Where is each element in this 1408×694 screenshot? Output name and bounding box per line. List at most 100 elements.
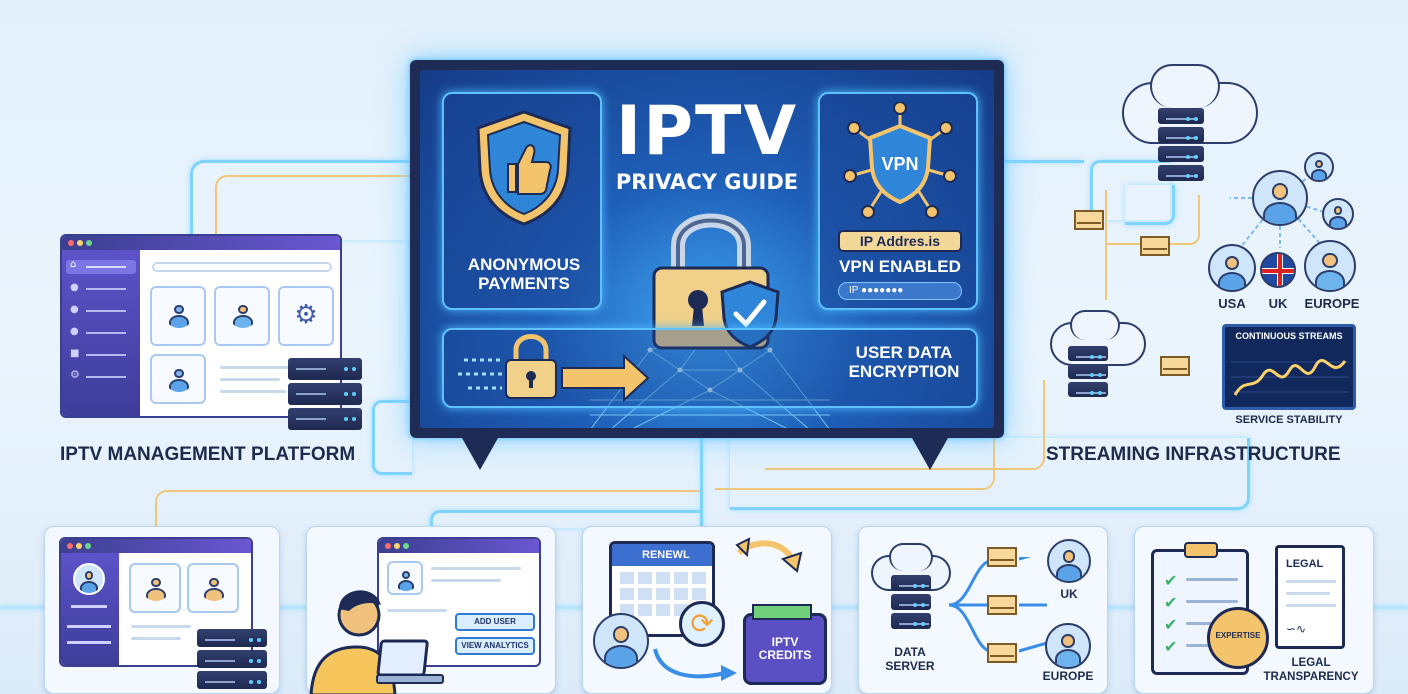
region-uk: UK <box>1268 296 1288 311</box>
region-usa: USA <box>1218 296 1246 311</box>
group-icon: ● <box>70 304 79 315</box>
connector <box>215 175 410 235</box>
user-tile[interactable] <box>150 354 206 404</box>
europe-avatar-icon <box>1304 240 1356 292</box>
connector <box>372 400 412 475</box>
server-rack-icon <box>1068 346 1108 400</box>
user-tile[interactable] <box>150 286 206 346</box>
wallet-icon: IPTV CREDITS <box>743 604 827 685</box>
stream-line-chart <box>1231 359 1349 396</box>
europe-avatar-icon <box>1045 623 1091 669</box>
user-avatar-icon <box>199 571 229 601</box>
server-rack-icon <box>197 629 267 692</box>
view-analytics-button[interactable]: VIEW ANALYTICS <box>455 637 535 655</box>
ip-address-tag: IP Addres.is <box>838 230 962 252</box>
envelope-icon <box>1140 236 1170 256</box>
server-rack-icon <box>891 575 931 632</box>
ip-masked-field: IP ●●●●●●● <box>838 282 962 300</box>
sidebar <box>61 553 119 665</box>
calendar-label: RENEWL <box>612 544 712 566</box>
add-user-button[interactable]: ADD USER <box>455 613 535 631</box>
arrow-icon <box>653 648 737 681</box>
sync-icon: ⟳ <box>679 601 725 647</box>
user-tile[interactable] <box>187 563 239 613</box>
data-server-label: DATA SERVER <box>885 645 935 674</box>
sidebar-item-settings[interactable]: ⚙ <box>66 368 136 384</box>
stream-chart-panel: CONTINUOUS STREAMS <box>1222 324 1356 410</box>
streaming-infrastructure-title: STREAMING INFRASTRUCTURE <box>1046 444 1341 465</box>
chart-title: CONTINUOUS STREAMS <box>1235 331 1343 341</box>
connector <box>700 438 703 528</box>
server-rack-icon <box>288 358 362 433</box>
management-platform-title: IPTV MANAGEMENT PLATFORM <box>60 444 356 465</box>
user-icon: ● <box>70 282 79 293</box>
search-bar[interactable] <box>152 262 332 272</box>
anonymous-payments-panel: ANONYMOUS PAYMENTS <box>442 92 602 310</box>
tv-title: IPTV <box>615 92 799 171</box>
legal-doc-label: LEGAL <box>1286 558 1324 570</box>
user-avatar-icon <box>593 613 649 669</box>
user-avatar-icon <box>1304 152 1334 182</box>
server-rack-icon <box>1158 108 1204 184</box>
connector <box>155 490 700 528</box>
envelope-icon <box>1074 210 1104 230</box>
service-stability-label: SERVICE STABILITY <box>1235 414 1343 426</box>
connector <box>730 438 1250 510</box>
card-data-server: DATA SERVER UK EUROPE <box>858 526 1108 694</box>
anonymous-payments-label: ANONYMOUS PAYMENTS <box>467 255 581 293</box>
person-laptop-icon <box>309 590 444 694</box>
region-europe: EUROPE <box>1304 296 1360 311</box>
connector <box>1090 160 1170 220</box>
europe-label: EUROPE <box>1042 669 1094 683</box>
user-avatar-icon <box>164 298 194 328</box>
gear-icon: ⚙ <box>294 300 318 330</box>
sidebar-item-folders[interactable]: ■ <box>66 348 136 362</box>
cloud-icon <box>1150 64 1220 108</box>
padlock-arrow-icon <box>458 334 650 403</box>
user-avatar-icon <box>141 571 171 601</box>
encryption-panel: USER DATA ENCRYPTION <box>442 328 978 408</box>
user-avatar-icon <box>228 298 258 328</box>
uk-flag-icon <box>1260 252 1296 288</box>
tv-screen: ANONYMOUS PAYMENTS IPTV PRIVACY GUIDE VP… <box>420 70 994 428</box>
user-avatar-icon <box>393 565 419 591</box>
vpn-badge: VPN <box>881 154 919 174</box>
expertise-seal-icon: EXPERTISE <box>1207 607 1269 669</box>
wallet-label: IPTV CREDITS <box>758 635 812 663</box>
envelope-icon <box>987 643 1017 663</box>
card-legal: ✔✔✔✔ EXPERTISE LEGAL ∽∿ LEGAL TRANSPAREN… <box>1134 526 1374 694</box>
user-avatar-icon <box>1252 170 1308 226</box>
legal-document-icon: LEGAL ∽∿ <box>1275 545 1345 649</box>
uk-label: UK <box>1060 587 1078 601</box>
vpn-network-shield-icon <box>843 102 957 219</box>
sidebar-item-home[interactable]: ⌂ <box>66 259 136 274</box>
envelope-icon <box>987 595 1017 615</box>
vpn-enabled-label: VPN ENABLED <box>839 257 961 276</box>
sidebar: ⌂ ● ● ● ■ ⚙ <box>62 250 140 416</box>
connector <box>190 160 410 240</box>
tv-stand-left <box>462 438 498 470</box>
tv-subtitle: PRIVACY GUIDE <box>615 170 799 194</box>
connector <box>430 510 700 528</box>
user-avatar-icon <box>1322 198 1354 230</box>
envelope-icon <box>987 547 1017 567</box>
user-tile[interactable] <box>129 563 181 613</box>
sidebar-item-groups[interactable]: ● <box>66 304 136 318</box>
seal-label: EXPERTISE <box>1215 631 1261 640</box>
folder-icon: ■ <box>70 348 80 359</box>
card-renewal: RENEWL ⟳ IPTV CREDITS <box>582 526 832 694</box>
gear-icon: ⚙ <box>70 368 80 381</box>
user-tile[interactable] <box>214 286 270 346</box>
encryption-label: USER DATA ENCRYPTION <box>848 343 960 381</box>
sidebar-item-teams[interactable]: ● <box>66 326 136 340</box>
usa-avatar-icon <box>1208 244 1256 292</box>
cloud-icon <box>889 543 933 571</box>
user-tile[interactable] <box>387 561 423 595</box>
sidebar-item-users[interactable]: ● <box>66 282 136 296</box>
cloud-icon <box>1070 310 1120 340</box>
settings-tile[interactable]: ⚙ <box>278 286 334 346</box>
connection-lines <box>949 557 1048 653</box>
user-avatar-icon <box>164 362 194 392</box>
connector <box>765 380 1045 470</box>
profile-avatar-icon <box>73 563 105 595</box>
